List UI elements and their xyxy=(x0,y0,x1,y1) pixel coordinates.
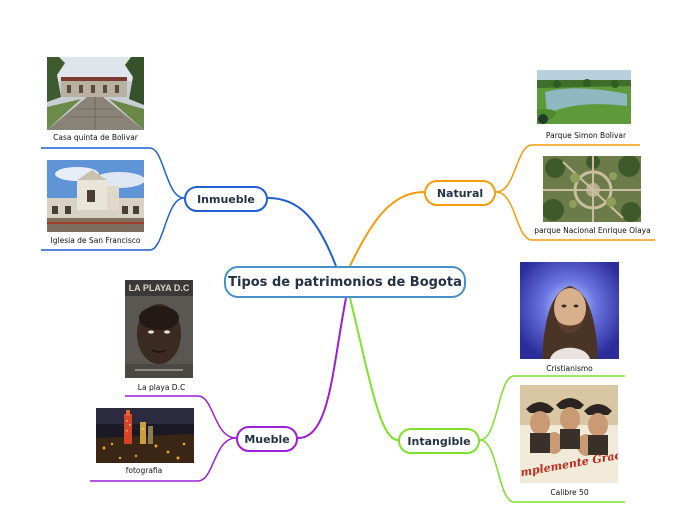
calibre-50-label: Calibre 50 xyxy=(550,488,589,497)
la-playa-label: La playa D.C xyxy=(137,383,186,392)
branch-intangible[interactable]: Intangible xyxy=(398,428,480,454)
connector-central-inmueble xyxy=(267,197,337,267)
connector-natural-simon xyxy=(495,144,640,193)
parque-simon-label: Parque Simon Bolivar xyxy=(545,131,627,140)
connector-intangible-calibre xyxy=(479,439,625,503)
iglesia-photo[interactable] xyxy=(47,160,144,232)
cristianismo-image[interactable] xyxy=(520,262,619,359)
casa-quinta-photo[interactable] xyxy=(47,57,144,130)
connector-mueble-playa xyxy=(125,395,237,439)
connector-central-mueble xyxy=(297,297,347,439)
casa-quinta-label: Casa quinta de Bolivar xyxy=(53,133,138,142)
parque-olaya-photo[interactable] xyxy=(543,156,641,222)
connector-natural-olaya xyxy=(495,191,655,241)
la-playa-poster[interactable]: LA PLAYA D.C xyxy=(125,280,193,378)
branch-mueble[interactable]: Mueble xyxy=(236,426,298,452)
branch-inmueble[interactable]: Inmueble xyxy=(184,186,268,212)
connector-inmueble-iglesia xyxy=(41,197,185,251)
branch-natural[interactable]: Natural xyxy=(424,180,496,206)
cristianismo-label: Cristianismo xyxy=(546,364,593,373)
connector-central-natural xyxy=(349,191,425,267)
calibre-50-album[interactable]: Simplemente Gracias xyxy=(520,385,618,483)
parque-olaya-label: parque Nacional Enrique Olaya xyxy=(534,226,651,235)
connector-intangible-cristianismo xyxy=(479,375,625,441)
fotografia-label: fotografia xyxy=(125,466,163,475)
parque-simon-photo[interactable] xyxy=(537,70,631,124)
connector-central-intangible xyxy=(349,297,399,441)
connector-mueble-foto xyxy=(90,437,237,482)
iglesia-label: Iglesia de San Francisco xyxy=(50,236,141,245)
central-topic[interactable]: Tipos de patrimonios de Bogota xyxy=(224,266,466,298)
fotografia-photo[interactable] xyxy=(96,408,194,463)
poster-title-text: LA PLAYA D.C xyxy=(129,283,190,293)
connector-inmueble-casa xyxy=(41,147,185,199)
